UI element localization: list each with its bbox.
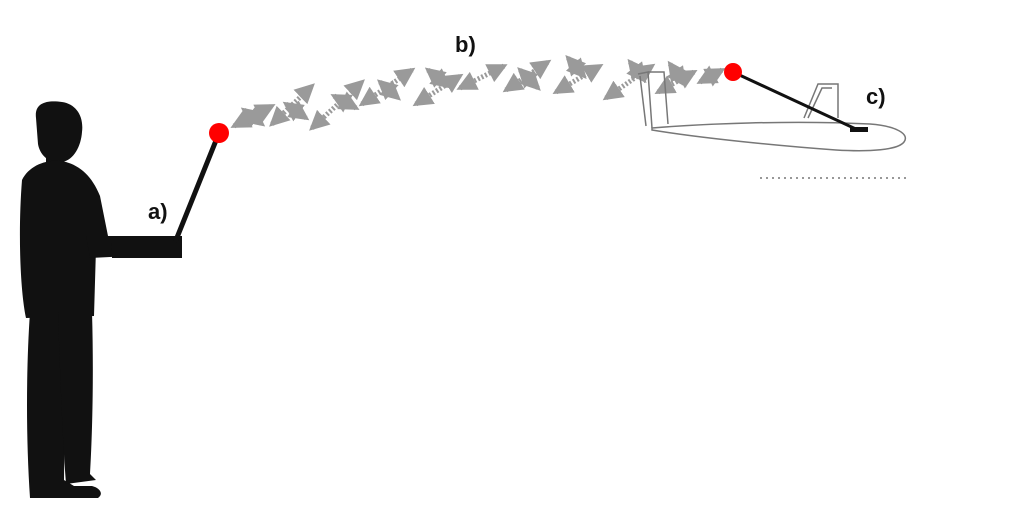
receiver-antenna <box>732 70 859 132</box>
label-c: c) <box>866 84 886 109</box>
label-a: a) <box>148 199 168 224</box>
transmitter-antenna <box>173 130 222 243</box>
receiver-unit <box>850 127 868 132</box>
label-b: b) <box>455 32 476 57</box>
signal-wave <box>230 55 726 131</box>
receiver-antenna-tip <box>724 63 742 81</box>
operator-silhouette-icon <box>19 101 133 498</box>
transmitter-antenna-tip <box>209 123 229 143</box>
transmitter-box-icon <box>112 236 182 258</box>
